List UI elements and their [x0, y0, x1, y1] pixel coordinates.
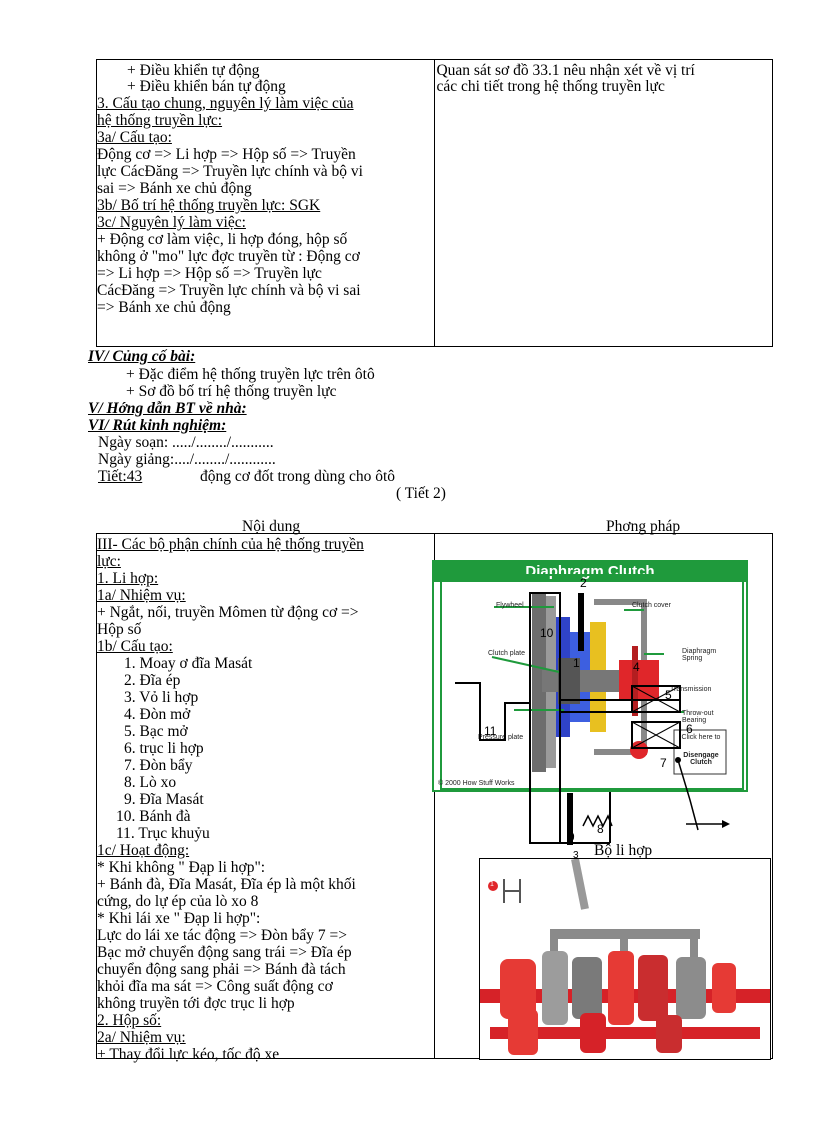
section-heading: lực: [97, 553, 121, 570]
lesson-title: động cơ đốt trong dùng cho ôtô [200, 468, 396, 485]
part-item: 1. Moay ơ đĩa Masát [124, 655, 253, 672]
part-number-2: 2 [580, 576, 587, 590]
section-6-heading: VI/ Rút kinh nghiệm: [88, 417, 227, 434]
part-number-6: 6 [686, 722, 693, 736]
part-item: 10. Bánh đà [116, 808, 191, 825]
s4-item: + Đặc điểm hệ thống truyền lực trên ôtô [126, 366, 375, 383]
gearbox-diagram: 1 [479, 858, 771, 1060]
text-line: + Bánh đà, Đĩa Masát, Đĩa ép là một khối [97, 876, 356, 893]
top-right-cell: Quan sát sơ đồ 33.1 nêu nhận xét về vị t… [434, 59, 773, 347]
method-text: Quan sát sơ đồ 33.1 nêu nhận xét về vị t… [436, 62, 695, 79]
part-number-7: 7 [660, 756, 667, 770]
label-transmission: Transmission [670, 686, 712, 693]
subheading: 2a/ Nhiệm vụ: [97, 1029, 186, 1046]
text-line: * Khi không " Đạp li hợp": [97, 859, 266, 876]
label-throwout-bearing: Throw-out Bearing [682, 710, 714, 724]
section-heading: 3. Cấu tạo chung, nguyên lý làm việc của [97, 95, 354, 112]
text-line: Động cơ => Li hợp => Hộp số => Truyền [97, 146, 356, 163]
text-line: + Điều khiển bán tự động [127, 78, 286, 95]
text-line: khỏi đĩa ma sát => Công suất động cơ [97, 978, 333, 995]
subheading: 1a/ Nhiệm vụ: [97, 587, 186, 604]
top-left-cell: + Điều khiển tự động + Điều khiển bán tự… [95, 59, 436, 347]
label-diaphragm-spring: Diaphragm Spring [682, 648, 717, 662]
section-heading: hệ thống truyền lực: [97, 112, 223, 129]
part-number-5: 5 [665, 688, 672, 702]
part-number-9: 9 [568, 830, 575, 844]
text-line: lực CácĐăng => Truyền lực chính và bộ vi [97, 163, 363, 180]
part-item: 2. Đĩa ép [124, 672, 181, 689]
subheading: 3b/ Bố trí hệ thống truyền lực: SGK [97, 197, 321, 214]
section-heading: III- Các bộ phận chính của hệ thống truy… [97, 536, 364, 553]
part-number-11: 11 [484, 724, 497, 738]
subheading: 2. Hộp số: [97, 1012, 162, 1029]
part-number-10: 10 [540, 626, 554, 640]
label-click-here[interactable]: Click here to [681, 734, 721, 741]
part-number-8: 8 [597, 822, 604, 836]
header-method: Phơng pháp [606, 518, 681, 535]
text-line: cứng, do lự ép của lò xo 8 [97, 893, 259, 910]
part-number-1: 1 [573, 656, 580, 670]
label-clutch-cover: Clutch cover [632, 602, 671, 609]
label-disengage[interactable]: Disengage Clutch [683, 752, 719, 766]
header-content: Nội dung [242, 518, 301, 535]
text-line: không ở "mo" lực đợc truyền từ : Động cơ [97, 248, 360, 265]
label-copyright: © 2000 How Stuff Works [438, 780, 515, 787]
bottom-left-cell: III- Các bộ phận chính của hệ thống truy… [95, 533, 436, 1063]
text-line: => Bánh xe chủ động [97, 299, 231, 316]
text-line: không truyền tới đợc trục li hợp [97, 995, 295, 1012]
lesson-number: Tiết:43 [98, 468, 143, 485]
label-flywheel: Flywheel [496, 602, 524, 609]
part-item: 11. Trục khuỷu [116, 825, 210, 842]
method-text: các chi tiết trong hệ thống truyền lực [436, 78, 665, 95]
subheading: 1b/ Cấu tạo: [97, 638, 173, 655]
s4-item: + Sơ đồ bố trí hệ thống truyền lực [126, 383, 337, 400]
date-prepared: Ngày soạn: ...../......../........... [98, 434, 274, 451]
part-item: 3. Vỏ li hợp [124, 689, 199, 706]
text-line: sai => Bánh xe chủ động [97, 180, 252, 197]
gearbox-badge: 1 [490, 881, 494, 888]
part-item: 6. trục li hợp [124, 740, 204, 757]
subheading: 1. Li hợp: [97, 570, 159, 587]
text-line: Lực do lái xe tác động => Đòn bẩy 7 => [97, 927, 347, 944]
text-line: chuyển động sang phải => Bánh đà tách [97, 961, 346, 978]
clutch-caption: Bộ li hợp [594, 842, 653, 859]
lesson-part: ( Tiết 2) [396, 485, 446, 502]
subheading: 3c/ Nguyên lý làm việc: [97, 214, 246, 231]
part-number-3: 3 [573, 850, 579, 861]
part-item: 4. Đòn mở [124, 706, 191, 723]
date-taught: Ngày giảng:..../......../............ [98, 451, 276, 468]
subheading: 3a/ Cấu tạo: [97, 129, 172, 146]
text-line: => Li hợp => Hộp số => Truyền lực [97, 265, 322, 282]
text-line: + Thay đổi lực kéo, tốc độ xe [97, 1046, 280, 1063]
section-4-heading: IV/ Củng cố bài: [88, 348, 196, 365]
section-5-heading: V/ Hớng dẫn BT về nhà: [88, 400, 247, 417]
text-line: * Khi lái xe " Đạp li hợp": [97, 910, 261, 927]
text-line: + Ngắt, nối, truyền Mômen từ động cơ => [97, 604, 359, 621]
text-line: Bạc mở chuyển động sang trái => Đĩa ép [97, 944, 352, 961]
part-item: 5. Bạc mở [124, 723, 188, 740]
gearbox-illustration [480, 859, 770, 1055]
part-number-4: 4 [633, 660, 640, 674]
clutch-frame [440, 574, 744, 790]
label-clutch-plate: Clutch plate [488, 650, 525, 657]
part-item: 8. Lò xo [124, 774, 177, 791]
text-line: CácĐăng => Truyền lực chính và bộ vi sai [97, 282, 361, 299]
part-item: 7. Đòn bẩy [124, 757, 193, 774]
top-table: + Điều khiển tự động + Điều khiển bán tự… [95, 59, 773, 347]
part-item: 9. Đĩa Masát [124, 791, 204, 808]
text-line: + Động cơ làm việc, li hợp đóng, hộp số [97, 231, 348, 248]
clutch-diagram: Diaphragm Clutch Flywheel Clutch cover C… [432, 560, 748, 792]
subheading: 1c/ Hoạt động: [97, 842, 190, 859]
text-line: + Điều khiển tự động [127, 62, 260, 79]
text-line: Hộp số [97, 621, 142, 638]
